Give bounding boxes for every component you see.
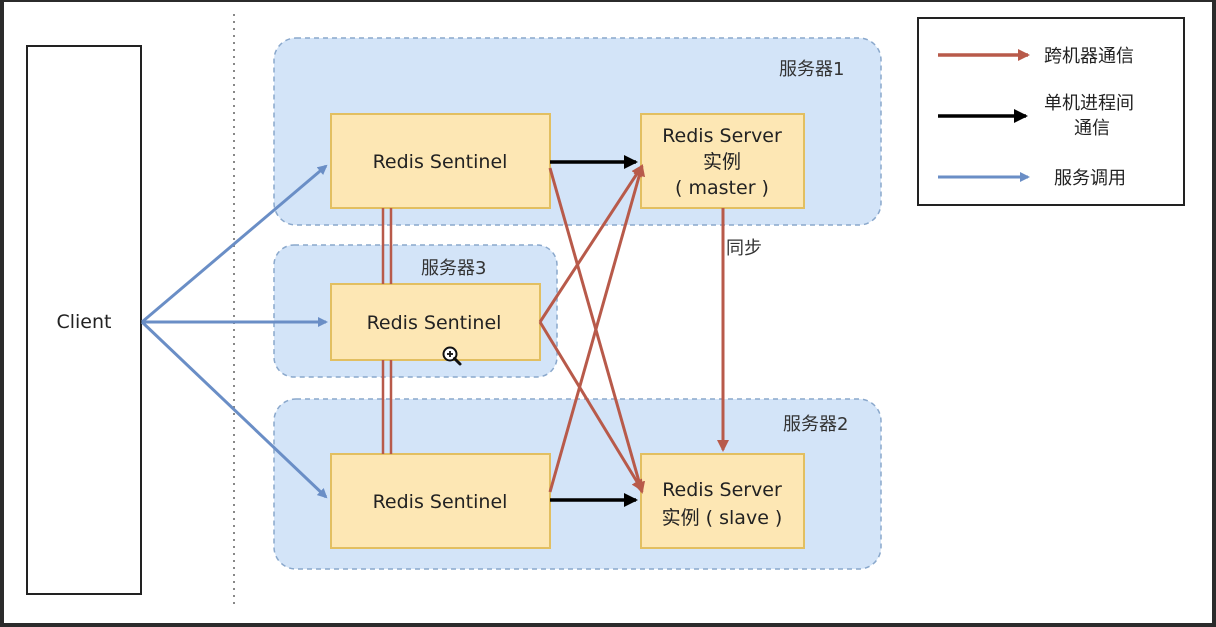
arrow-client-to-sentinel-2 [140,320,328,499]
single-machine-arrows [550,155,638,507]
legend-item-service-call: 服务调用 [938,168,1126,189]
zoom-in-icon[interactable] [442,346,462,366]
region-server1-label: 服务器1 [779,59,844,80]
sentinel-1-label: Redis Sentinel [373,151,508,173]
region-server2-label: 服务器2 [783,414,848,435]
legend-service-call-label: 服务调用 [1054,168,1126,189]
slave-line2: 实例 ( slave ) [662,507,783,529]
legend-single-machine-label-1: 单机进程间 [1044,93,1134,114]
sentinel-box-1: Redis Sentinel [330,113,551,209]
arrow-client-to-sentinel-1 [141,164,328,324]
legend-box: 跨机器通信 单机进程间 通信 服务调用 [917,17,1185,206]
sentinel-2-label: Redis Sentinel [373,491,508,513]
sentinel-interconnect-lines [381,208,393,454]
arrow-sentinel3-to-master [538,164,644,323]
region-server3-label: 服务器3 [421,258,486,279]
service-call-arrows [140,164,328,499]
master-line1: Redis Server [662,125,782,147]
legend-cross-machine-label: 跨机器通信 [1044,46,1134,67]
sentinel-box-2: Redis Sentinel [330,453,551,549]
master-server-box: Redis Server 实例 ( master ) [640,113,805,209]
arrow-sentinel2-to-master [548,164,646,493]
legend-item-cross-machine: 跨机器通信 [938,46,1134,67]
master-line2: 实例 [703,151,741,173]
legend-item-single-machine: 单机进程间 通信 [938,93,1134,139]
legend-single-machine-label-2: 通信 [1074,118,1110,139]
slave-line1: Redis Server [662,479,782,501]
slave-server-box: Redis Server 实例 ( slave ) [640,453,805,549]
client-label: Client [56,311,111,333]
arrow-sentinel3-to-slave [538,321,644,492]
sync-label: 同步 [726,238,762,259]
sentinel-3-label: Redis Sentinel [367,312,502,334]
master-line3: ( master ) [675,177,769,199]
sentinel-box-3: Redis Sentinel [330,283,541,361]
architecture-diagram: Client 服务器1 服务器3 服务器2 Redis Sentinel Red… [26,14,1185,608]
cross-machine-arrows [538,164,729,494]
client-box: Client [26,45,142,595]
diagram-canvas: Client 服务器1 服务器3 服务器2 Redis Sentinel Red… [4,2,1212,623]
